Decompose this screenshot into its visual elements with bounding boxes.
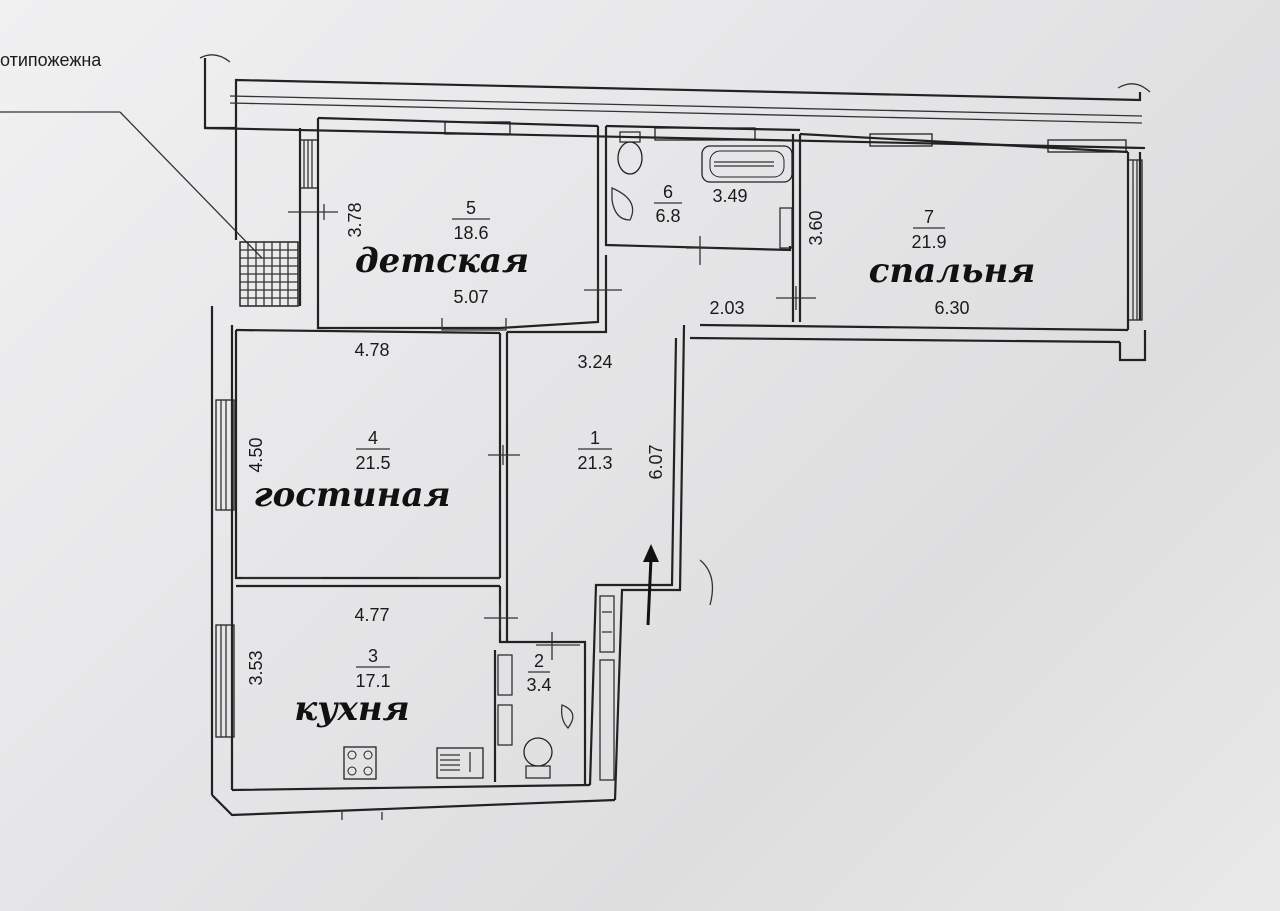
fire-escape-hatch bbox=[239, 241, 299, 307]
room-4-number: 4 bbox=[368, 428, 378, 448]
room-7-name: спальня bbox=[869, 251, 1036, 291]
room-fraction-lines bbox=[356, 202, 945, 673]
balcony-top bbox=[199, 54, 1151, 150]
dim-4-50: 4.50 bbox=[246, 437, 266, 472]
dim-3-78: 3.78 bbox=[345, 202, 365, 237]
dim-4-77: 4.77 bbox=[354, 605, 389, 625]
room-5-number: 5 bbox=[466, 198, 476, 218]
room-5-area: 18.6 bbox=[453, 223, 488, 243]
room-3-number: 3 bbox=[368, 646, 378, 666]
dim-3-60: 3.60 bbox=[806, 210, 826, 245]
windows bbox=[215, 121, 1143, 738]
entrance-arrow-icon bbox=[643, 544, 659, 626]
room-7-area: 21.9 bbox=[911, 232, 946, 252]
room-5-name: детская bbox=[355, 241, 529, 281]
room-4-name: гостиная bbox=[253, 475, 450, 515]
fixtures bbox=[343, 131, 793, 781]
dim-2-03: 2.03 bbox=[709, 298, 744, 318]
room-1-area: 21.3 bbox=[577, 453, 612, 473]
dim-6-30: 6.30 bbox=[934, 298, 969, 318]
dim-3-53: 3.53 bbox=[246, 650, 266, 685]
dim-3-49: 3.49 bbox=[712, 186, 747, 206]
dim-4-78: 4.78 bbox=[354, 340, 389, 360]
dim-6-07: 6.07 bbox=[646, 444, 666, 479]
room-1-number: 1 bbox=[590, 428, 600, 448]
room-4-area: 21.5 bbox=[355, 453, 390, 473]
room-7-number: 7 bbox=[924, 207, 934, 227]
room-6-area: 6.8 bbox=[655, 206, 680, 226]
door-marks bbox=[288, 204, 816, 660]
room-6-number: 6 bbox=[663, 182, 673, 202]
room-3-name: кухня bbox=[294, 689, 409, 729]
leader-line bbox=[119, 111, 263, 259]
room-2-area: 3.4 bbox=[526, 675, 551, 695]
dim-5-07: 5.07 bbox=[453, 287, 488, 307]
room-2-number: 2 bbox=[534, 651, 544, 671]
fire-safety-label: отипожежна bbox=[0, 50, 102, 70]
room-3-area: 17.1 bbox=[355, 671, 390, 691]
dim-3-24: 3.24 bbox=[577, 352, 612, 372]
